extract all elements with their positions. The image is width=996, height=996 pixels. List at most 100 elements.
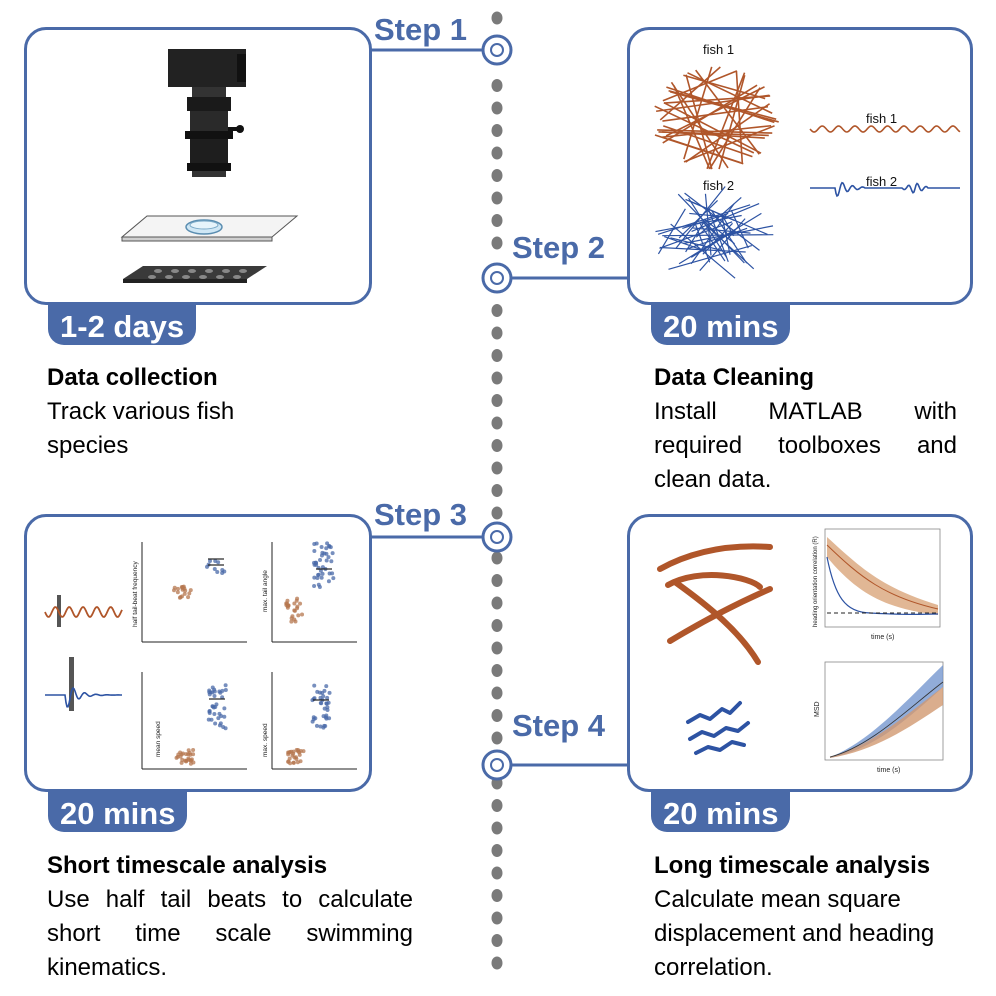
scatter-point (330, 551, 335, 556)
timeline-dot (491, 169, 503, 182)
node-step2-inner (490, 271, 504, 285)
panel3-title: Short timescale analysis (47, 852, 328, 879)
timeline-dot (491, 416, 503, 430)
trajectory-segment (664, 235, 705, 252)
scatter-point (191, 748, 196, 753)
panel4-description: Calculate mean square displacement and h… (654, 886, 935, 981)
time-badge-step1: 1-2 days (48, 305, 197, 345)
panel1-title: Data collection (47, 364, 218, 391)
scatter-point (327, 690, 332, 695)
long-timescale-plots: heading orientation correlation (R) time… (657, 528, 944, 774)
fish2-label-wave: fish 2 (866, 174, 897, 189)
camera-icon (168, 49, 246, 177)
scatter-point (184, 752, 189, 757)
scatter-point (189, 758, 194, 763)
plot-mean-speed: mean speed (141, 672, 247, 770)
scatter-point (315, 576, 320, 581)
scatter-point (188, 588, 193, 593)
scatter-point (285, 605, 290, 610)
fish2-trajectory (655, 186, 774, 279)
scatter-point (217, 723, 222, 728)
trajectory-segment (685, 103, 771, 163)
scatter-point (290, 614, 295, 619)
fish1-label-wave: fish 1 (866, 111, 897, 126)
glass-stage-illustration (120, 215, 299, 242)
timeline-dot (491, 799, 503, 812)
timeline-dot (491, 461, 503, 475)
scatter-point (175, 586, 180, 591)
fish1-wave (809, 125, 961, 133)
timeline-dot (491, 506, 503, 520)
timeline-dot (491, 821, 503, 835)
panel-data-collection (24, 27, 372, 305)
scatter-point (212, 567, 217, 572)
well-plate-illustration (123, 266, 267, 283)
well-hole (222, 269, 230, 273)
timeline-dot (491, 889, 503, 902)
tail-beat-trace-fish1 (44, 595, 123, 627)
scatter-point (180, 585, 185, 590)
panel-short-timescale: half tail-beat frequency max. tail angle… (24, 514, 372, 792)
scatter-point (324, 701, 329, 706)
trajectory-segment (704, 193, 712, 256)
scatter-point (291, 760, 296, 765)
scatter-point (294, 748, 299, 753)
scatter-point (179, 752, 184, 757)
scatter-point (295, 760, 300, 765)
trajectory-segment (718, 74, 746, 170)
trajectory-segment (687, 72, 773, 114)
axis-time-1: time (s) (871, 634, 894, 641)
scatter-point (217, 689, 222, 694)
scatter-point (319, 544, 324, 549)
scatter-point (318, 568, 323, 573)
scatter-point (331, 576, 336, 581)
timeline-dot (491, 574, 503, 587)
scatter-point (177, 595, 182, 600)
well-hole (182, 275, 190, 279)
timeline-dot (491, 619, 503, 632)
scatter-point (223, 688, 228, 693)
panel-data-cleaning: fish 1 fish 2 fish 1 fish 2 (627, 27, 973, 305)
timeline-dot (491, 11, 503, 25)
trajectory-segment (684, 192, 760, 251)
plot-max-tail-angle: max. tail angle (262, 541, 357, 643)
timeline-dot (491, 439, 503, 452)
well-hole (148, 275, 156, 279)
scatter-point (215, 569, 220, 574)
scatter-point (292, 601, 297, 606)
panel1-description: Track various fish species (47, 398, 235, 459)
fish1-trajectory (654, 66, 779, 170)
heading-band-fish1 (827, 537, 938, 615)
well-hole (205, 269, 213, 273)
timeline-dot (491, 349, 503, 362)
scatter-point (287, 750, 292, 755)
trajectory-segment (654, 105, 755, 154)
panel3-description: Use half tail beats to calculate short t… (47, 886, 413, 981)
plot-heading-correlation: heading orientation correlation (R) time… (813, 528, 941, 641)
scatter-point (285, 598, 290, 603)
scatter-point (294, 598, 299, 603)
timeline-dot (491, 101, 503, 115)
scatter-point (298, 601, 303, 606)
axis-max-tail-angle: max. tail angle (262, 570, 269, 612)
scatter-point (184, 759, 189, 764)
trajectory-segment (691, 202, 760, 232)
fish2-label-trajectory: fish 2 (703, 178, 734, 193)
time-badge-step3: 20 mins (48, 792, 188, 832)
timeline-dot (491, 304, 503, 317)
trajectory-segment (699, 218, 746, 272)
scatter-point (220, 688, 225, 693)
scatter-point (329, 559, 334, 564)
trajectory-segment (670, 223, 736, 279)
well-hole (199, 275, 207, 279)
scatter-point (324, 546, 329, 551)
scatter-point (288, 761, 293, 766)
scatter-point (319, 575, 324, 580)
well-hole (171, 269, 179, 273)
timeline-dot (491, 911, 503, 925)
trajectory-segment (667, 137, 741, 164)
scatter-point (175, 590, 180, 595)
trajectory-segment (685, 74, 713, 170)
trajectory-illustration: fish 1 fish 2 fish 1 fish 2 (654, 42, 961, 279)
scatter-point (312, 549, 317, 554)
